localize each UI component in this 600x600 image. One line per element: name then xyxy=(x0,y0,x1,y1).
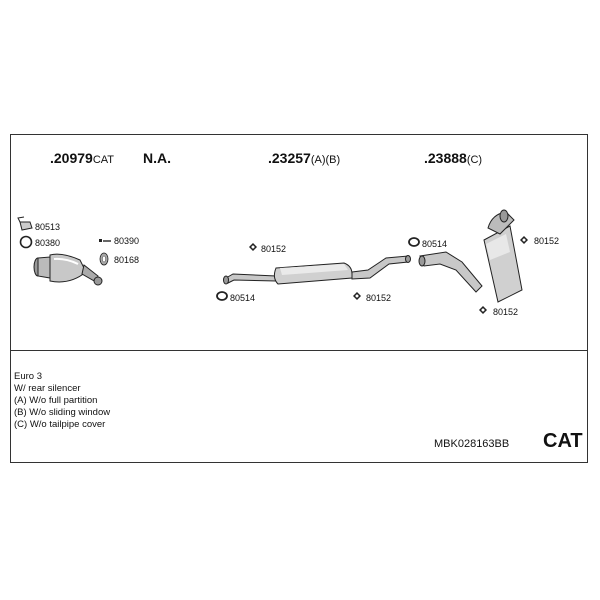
catalytic-converter-icon xyxy=(33,253,103,286)
header-middle-number: .23257 xyxy=(268,150,311,166)
label-80513: 80513 xyxy=(35,222,61,232)
clamp-80513-icon xyxy=(17,216,33,231)
clamp-80514-b-icon xyxy=(408,237,420,247)
label-80514-b: 80514 xyxy=(422,239,448,249)
note-b: (B) W/o sliding window xyxy=(14,407,111,418)
label-80152-a: 80152 xyxy=(261,244,287,254)
note-rear-silencer: W/ rear silencer xyxy=(14,383,81,394)
diagram-frame xyxy=(10,134,588,463)
note-euro: Euro 3 xyxy=(14,371,42,382)
hanger-80152-a-icon xyxy=(249,243,257,251)
header-middle-silencer: .23257(A)(B) xyxy=(268,150,340,166)
note-a: (A) W/o full partition xyxy=(14,395,98,406)
diagram-divider xyxy=(10,350,588,351)
cat-label: CAT xyxy=(543,430,583,452)
label-80152-d: 80152 xyxy=(493,307,519,317)
header-rear-suffix: (C) xyxy=(466,154,483,166)
clamp-80514-a-icon xyxy=(216,291,228,301)
label-80380: 80380 xyxy=(35,238,61,248)
header-catalyst-number: .20979 xyxy=(50,150,93,166)
label-80168: 80168 xyxy=(114,255,140,265)
rear-silencer-icon xyxy=(418,209,523,303)
header-catalyst: .20979CAT xyxy=(50,150,114,166)
note-c: (C) W/o tailpipe cover xyxy=(14,419,106,430)
label-80152-c: 80152 xyxy=(534,236,560,246)
hanger-80152-c-icon xyxy=(520,236,528,244)
label-80514-a: 80514 xyxy=(230,293,256,303)
label-80152-b: 80152 xyxy=(366,293,392,303)
kit-code: MBK028163BB xyxy=(434,438,510,450)
bolt-80390-icon xyxy=(99,239,111,242)
header-middle-suffix: (A)(B) xyxy=(310,154,341,166)
header-catalyst-suffix: CAT xyxy=(92,154,115,166)
header-na: N.A. xyxy=(143,150,171,166)
hanger-80152-b-icon xyxy=(353,292,361,300)
header-rear-silencer: .23888(C) xyxy=(424,150,482,166)
header-na-text: N.A. xyxy=(143,150,171,166)
header-rear-number: .23888 xyxy=(424,150,467,166)
hanger-80152-d-icon xyxy=(479,306,487,314)
middle-silencer-icon xyxy=(223,255,411,285)
gasket-80168-icon xyxy=(99,252,109,266)
label-80390: 80390 xyxy=(114,236,140,246)
ring-80380-icon xyxy=(19,235,33,249)
